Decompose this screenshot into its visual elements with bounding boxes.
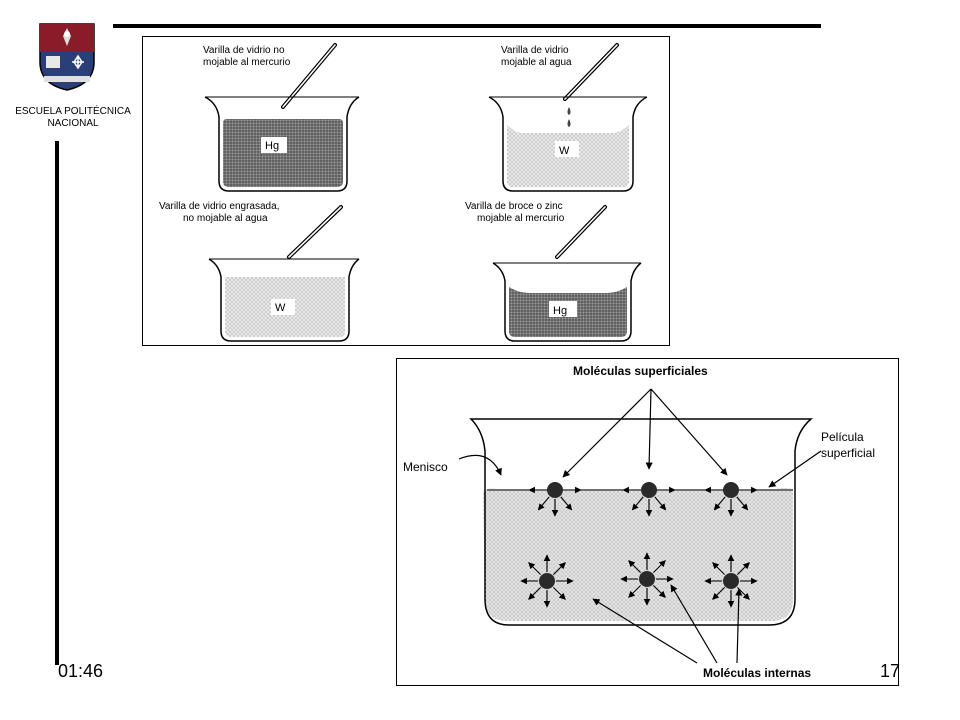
- panel-bronze-mercury: Varilla de broce o zinc mojable al mercu…: [465, 201, 642, 342]
- molecule: [528, 482, 582, 517]
- pointer-arrows: [458, 388, 822, 664]
- force-arrow: [528, 586, 542, 600]
- molecule-dot: [539, 573, 555, 589]
- water-drop: [567, 119, 571, 127]
- force-arrow: [552, 586, 566, 600]
- panel1-label-line2: mojable al mercurio: [203, 57, 291, 68]
- force-arrow: [654, 496, 667, 511]
- school-name-line1: ESCUELA POLITÉCNICA: [15, 106, 131, 117]
- panel-greased-glass-water: Varilla de vidrio engrasada, no mojable …: [159, 201, 360, 342]
- panel4-liquid-label: Hg: [553, 305, 567, 317]
- force-arrow: [712, 562, 726, 576]
- force-arrow: [736, 562, 750, 576]
- force-arrow: [631, 496, 644, 511]
- molecule: [520, 554, 574, 608]
- water-drop: [567, 107, 571, 115]
- slide-time: 01:46: [58, 661, 104, 681]
- panel3-label-line2: no mojable al agua: [183, 213, 268, 224]
- force-arrow: [528, 562, 542, 576]
- surface-molecules: [528, 482, 758, 517]
- molecule-dot: [547, 482, 563, 498]
- force-arrow: [712, 586, 726, 600]
- panel-glass-mercury: Varilla de vidrio no mojable al mercurio…: [203, 43, 360, 192]
- panel1-label-line1: Varilla de vidrio no: [203, 45, 285, 56]
- force-arrow: [537, 496, 550, 511]
- surface-tension-figure: Moléculas superficiales Película superfi…: [396, 358, 899, 686]
- surface-film-label-line1: Película: [821, 430, 864, 444]
- molecule: [620, 552, 674, 606]
- wetting-examples-figure: Varilla de vidrio no mojable al mercurio…: [142, 36, 670, 346]
- panel4-label-line2: mojable al mercurio: [477, 213, 565, 224]
- panel3-label-line1: Varilla de vidrio engrasada,: [159, 201, 279, 212]
- container: [204, 96, 360, 192]
- panel2-liquid-label: W: [559, 145, 570, 157]
- surface-film-label-line2: superficial: [821, 446, 875, 460]
- force-arrow: [628, 584, 642, 598]
- container: [488, 96, 648, 192]
- school-crest-logo: [39, 23, 95, 91]
- panel4-label-line1: Varilla de broce o zinc: [465, 201, 563, 212]
- container: [492, 262, 642, 342]
- container: [208, 258, 360, 342]
- force-arrow: [652, 584, 666, 598]
- molecule: [704, 482, 758, 517]
- force-arrow: [652, 560, 666, 574]
- molecule: [704, 554, 758, 608]
- page-number: 17: [880, 661, 901, 681]
- container: [469, 418, 814, 626]
- panel2-label-line2: mojable al agua: [501, 57, 572, 68]
- top-divider: [113, 24, 821, 28]
- molecule: [622, 482, 676, 517]
- panel1-liquid-label: Hg: [265, 140, 279, 152]
- school-name-line2: NACIONAL: [47, 118, 99, 129]
- panel3-liquid-label: W: [275, 302, 286, 314]
- force-arrow: [736, 496, 749, 511]
- panel2-label-line1: Varilla de vidrio: [501, 45, 569, 56]
- liquid-body: [483, 488, 793, 621]
- school-name: ESCUELA POLITÉCNICA NACIONAL: [6, 106, 140, 130]
- meniscus-label: Menisco: [403, 460, 448, 474]
- molecule-dot: [723, 573, 739, 589]
- force-arrow: [552, 562, 566, 576]
- panel-glass-water: Varilla de vidrio mojable al agua W: [488, 43, 648, 192]
- molecule-dot: [639, 571, 655, 587]
- side-divider: [55, 141, 59, 665]
- internal-molecules: [520, 552, 758, 608]
- surface-molecules-label: Moléculas superficiales: [573, 364, 708, 378]
- force-arrow: [736, 586, 750, 600]
- force-arrow: [713, 496, 726, 511]
- internal-molecules-label: Moléculas internas: [703, 666, 811, 680]
- molecule-dot: [723, 482, 739, 498]
- molecule-dot: [641, 482, 657, 498]
- force-arrow: [628, 560, 642, 574]
- force-arrow: [560, 496, 573, 511]
